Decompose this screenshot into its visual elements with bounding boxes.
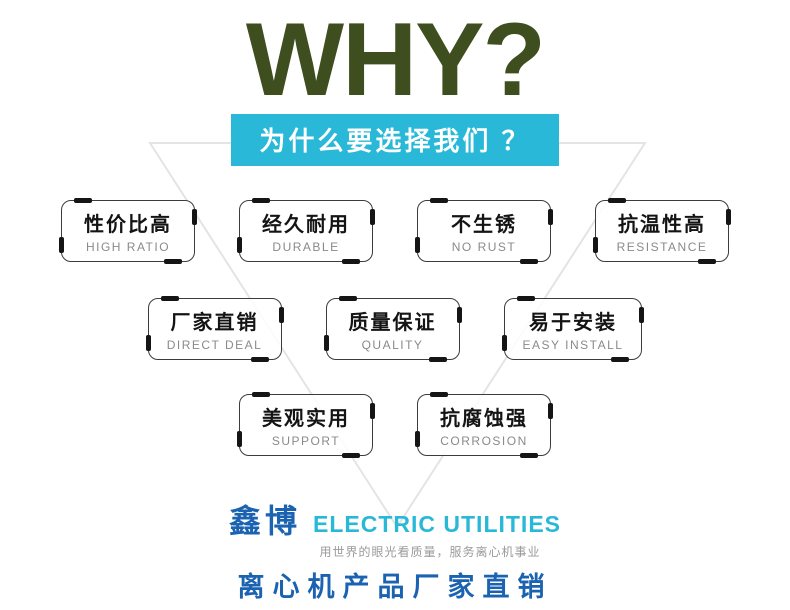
- badge-label-zh: 性价比高: [84, 213, 172, 236]
- badge-label-en: EASY INSTALL: [522, 337, 624, 352]
- brand-footer: 鑫博 ELECTRIC UTILITIES 用世界的眼光看质量，服务离心机事业 …: [0, 496, 790, 604]
- badge-label-zh: 质量保证: [348, 311, 437, 334]
- why-title: WHY?: [245, 2, 546, 118]
- badge-label-en: DURABLE: [272, 239, 340, 254]
- badge-label-en: SUPPORT: [271, 433, 341, 448]
- feature-badge: 易于安装 EASY INSTALL: [503, 295, 643, 362]
- badge-label-zh: 抗腐蚀强: [440, 407, 528, 430]
- badge-label-zh: 不生锈: [451, 213, 517, 236]
- brand-name-zh: 鑫博: [228, 502, 301, 539]
- badge-row-2: 厂家直销 DIRECT DEAL 质量保证 QUALITY 易于安装 EASY …: [0, 295, 790, 362]
- badge-label-en: QUALITY: [361, 337, 424, 352]
- badge-label-en: NO RUST: [451, 239, 517, 254]
- badge-label-zh: 抗温性高: [618, 213, 706, 236]
- subtitle-banner: 为什么要选择我们 ？: [231, 113, 559, 166]
- footer-headline: 离心机产品厂家直销: [237, 571, 553, 602]
- feature-badge: 抗温性高 RESISTANCE: [595, 197, 729, 264]
- badge-row-3: 美观实用 SUPPORT 抗腐蚀强 CORROSION: [0, 391, 790, 458]
- badge-label-zh: 经久耐用: [262, 213, 350, 236]
- feature-badge: 性价比高 HIGH RATIO: [61, 197, 195, 264]
- brand-tagline: 用世界的眼光看质量，服务离心机事业: [319, 544, 541, 559]
- feature-badge: 厂家直销 DIRECT DEAL: [147, 295, 282, 362]
- brand-line: 鑫博 ELECTRIC UTILITIES: [0, 496, 790, 542]
- badge-label-en: CORROSION: [440, 433, 528, 448]
- badge-label-zh: 易于安装: [529, 311, 617, 334]
- badge-label-en: RESISTANCE: [616, 239, 708, 254]
- feature-badge: 美观实用 SUPPORT: [239, 391, 373, 458]
- badge-label-en: HIGH RATIO: [85, 239, 171, 254]
- feature-badge: 质量保证 QUALITY: [325, 295, 460, 362]
- badge-row-1: 性价比高 HIGH RATIO 经久耐用 DURABLE 不生锈 NO RUST…: [0, 197, 790, 264]
- badge-label-zh: 美观实用: [262, 407, 350, 430]
- brand-name-en: ELECTRIC UTILITIES: [313, 510, 561, 537]
- badge-label-zh: 厂家直销: [170, 311, 259, 334]
- badge-label-en: DIRECT DEAL: [166, 337, 263, 352]
- feature-badge: 经久耐用 DURABLE: [239, 197, 373, 264]
- feature-badge: 抗腐蚀强 CORROSION: [417, 391, 551, 458]
- feature-badge: 不生锈 NO RUST: [417, 197, 551, 264]
